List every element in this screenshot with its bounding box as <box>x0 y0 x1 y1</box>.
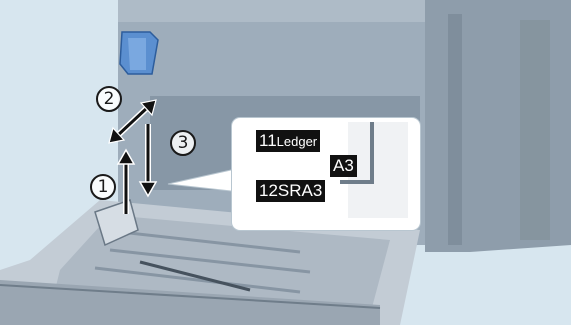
a3-text: A3 <box>333 156 354 175</box>
machine-top-edge <box>118 0 430 22</box>
size-label-ledger: 11Ledger <box>256 130 320 152</box>
guide-stop-highlight <box>128 38 146 70</box>
guide-edge-panel <box>348 122 408 218</box>
step-3-badge: 3 <box>170 130 196 156</box>
sra3-number: 12 <box>259 181 278 200</box>
side-panel-ridge <box>520 20 550 240</box>
size-label-callout: 11Ledger A3 12SRA3 <box>232 118 420 230</box>
step-2-badge: 2 <box>96 86 122 112</box>
side-panel-groove <box>448 14 462 245</box>
ledger-number: 11 <box>259 131 277 150</box>
step-1-badge: 1 <box>90 174 116 200</box>
sra3-text: SRA3 <box>278 181 322 200</box>
size-label-a3: A3 <box>330 155 357 177</box>
ledger-text: Ledger <box>277 134 317 149</box>
size-label-sra3: 12SRA3 <box>256 180 325 202</box>
